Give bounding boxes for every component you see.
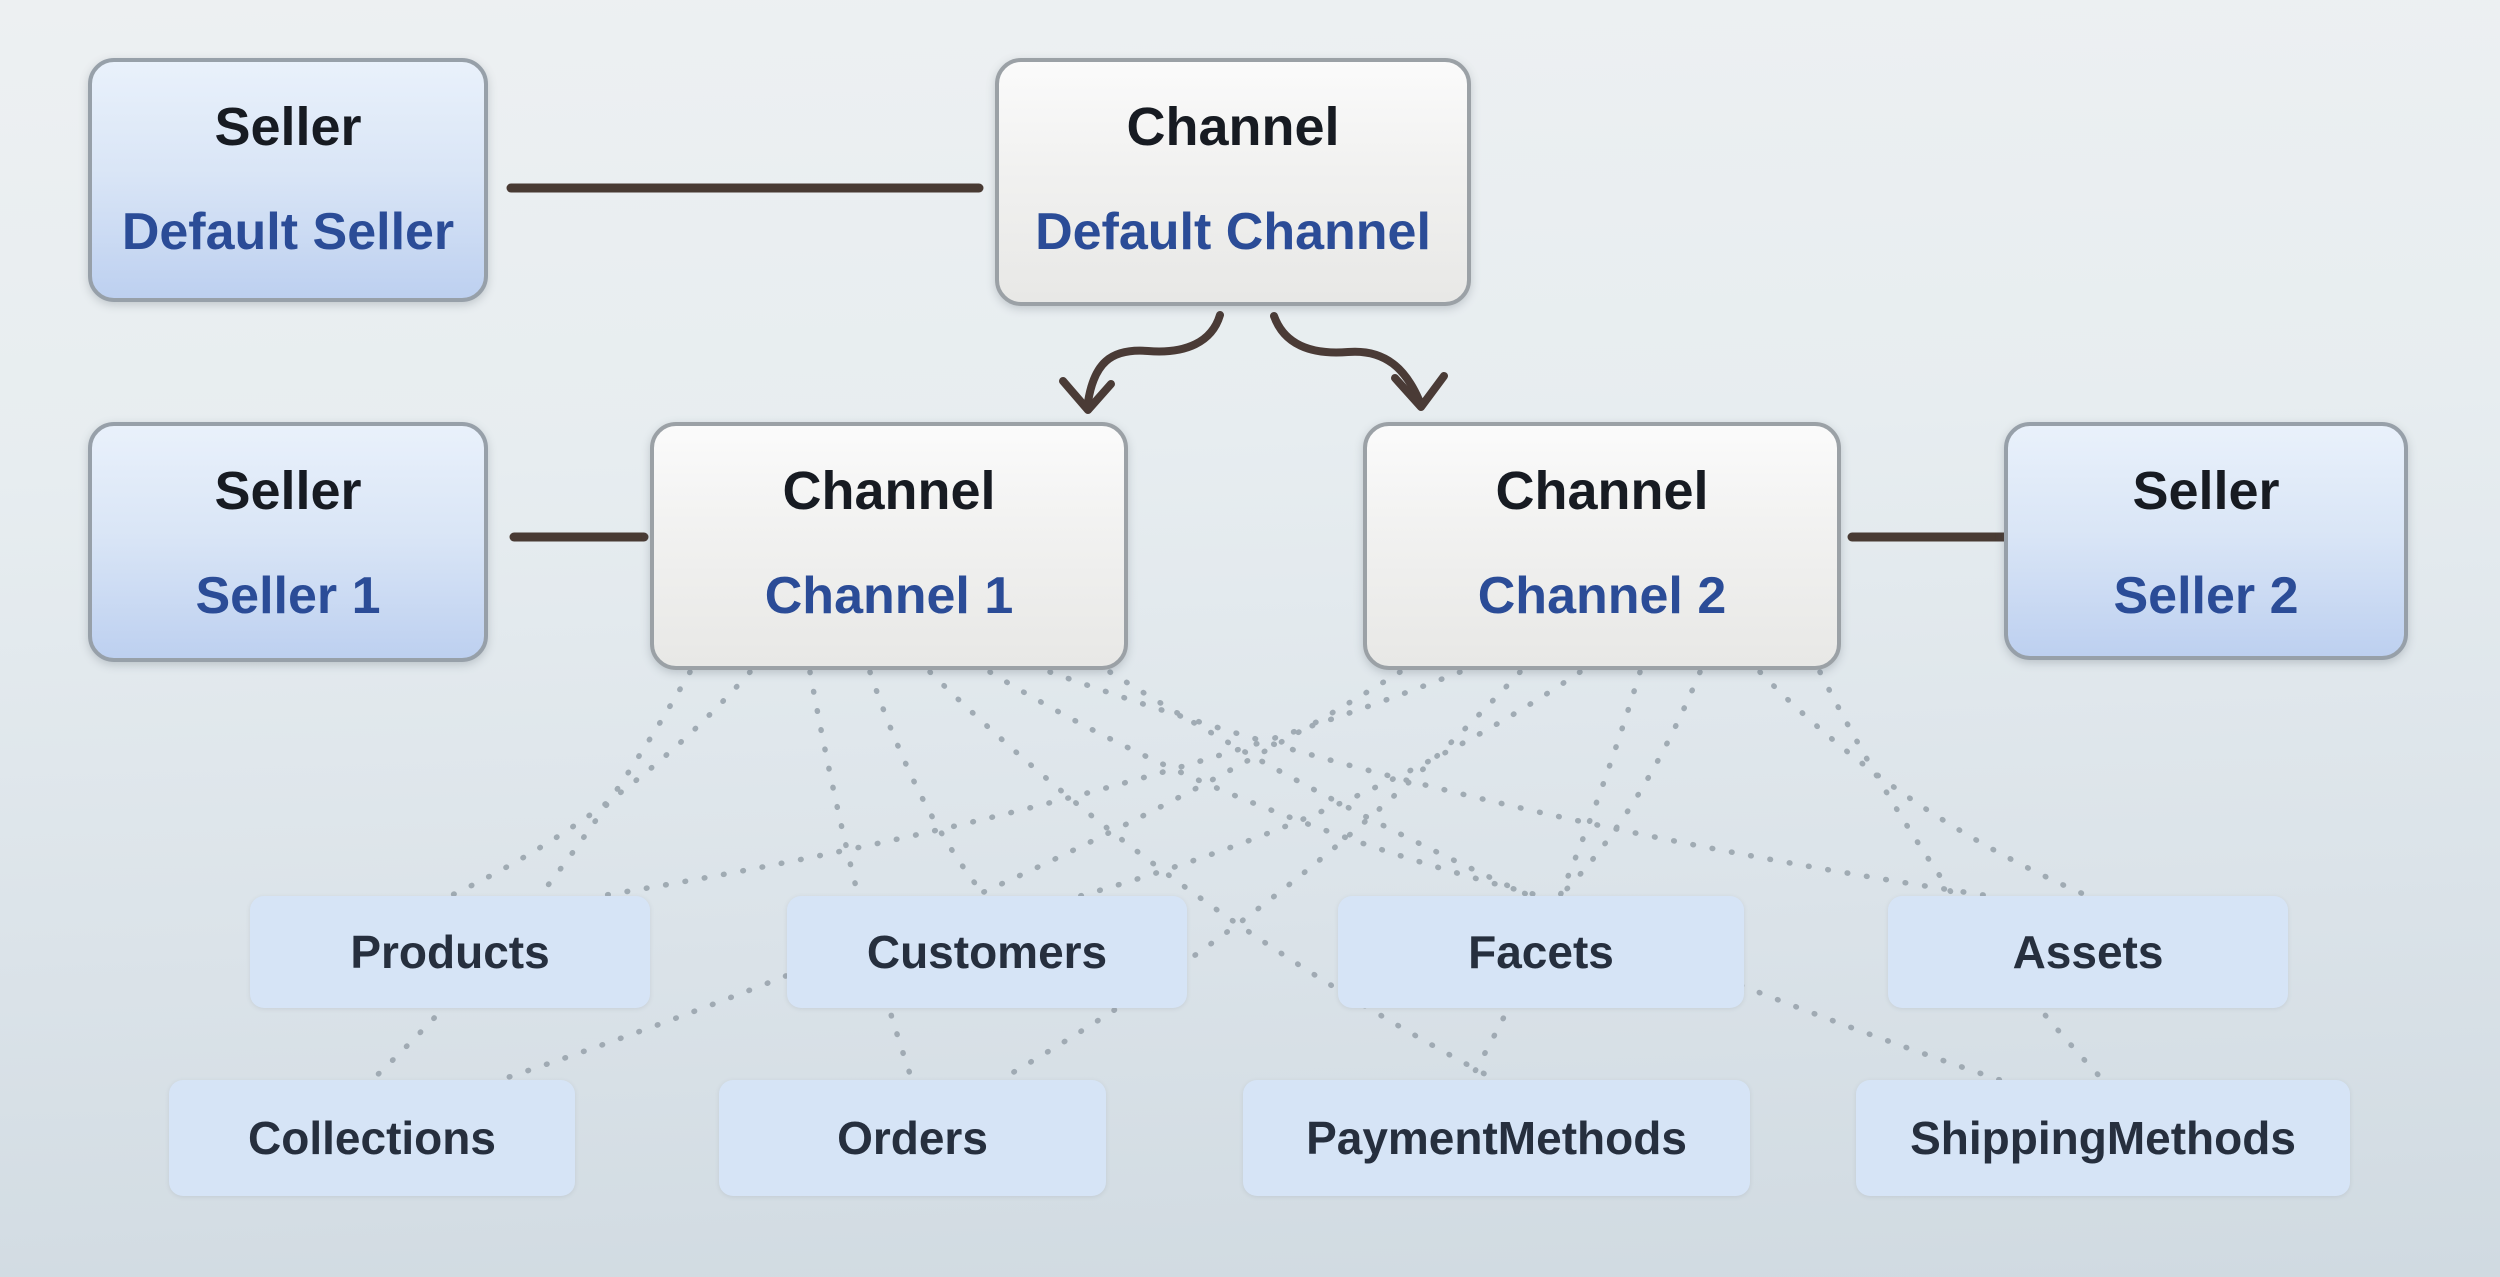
edge-channel2-collections bbox=[497, 669, 1403, 1083]
edge-channel1-paymentmethods bbox=[927, 669, 1499, 1083]
arrow-to-channel2 bbox=[1270, 312, 1423, 404]
node-type-label: Seller bbox=[2132, 461, 2280, 521]
node-seller-1: Seller Seller 1 bbox=[88, 422, 488, 662]
edge-channel1-customers bbox=[867, 669, 988, 899]
edge-channel1-orders bbox=[807, 669, 915, 1083]
entity-customers: Customers bbox=[787, 896, 1187, 1008]
node-channel-1: Channel Channel 1 bbox=[650, 422, 1128, 670]
association-lines bbox=[506, 183, 2010, 542]
edge-channel1-shippingmethods bbox=[1107, 669, 2003, 1083]
channel-entity-links bbox=[369, 669, 2106, 1083]
entity-paymentmethods: PaymentMethods bbox=[1243, 1080, 1750, 1196]
entity-products: Products bbox=[250, 896, 650, 1008]
node-name-label: Seller 2 bbox=[2113, 567, 2299, 625]
node-type-label: Seller bbox=[214, 461, 362, 521]
edge-channel1-facets bbox=[987, 669, 1544, 899]
edge-channel2-facets bbox=[1557, 669, 1703, 899]
node-name-label: Default Seller bbox=[121, 203, 455, 261]
edge-channel2-shippingmethods bbox=[1817, 669, 2106, 1083]
node-name-label: Seller 1 bbox=[195, 567, 381, 625]
node-type-label: Channel bbox=[1495, 461, 1709, 521]
edge-channel2-orders bbox=[997, 669, 1523, 1083]
edge-channel2-paymentmethods bbox=[1467, 669, 1643, 1083]
entity-facets: Facets bbox=[1338, 896, 1744, 1008]
edge-channel1-collections bbox=[369, 669, 693, 1083]
edge-channel1-products bbox=[447, 669, 753, 899]
entity-orders: Orders bbox=[719, 1080, 1106, 1196]
edge-channel2-assets bbox=[1757, 669, 2091, 899]
entity-collections: Collections bbox=[169, 1080, 575, 1196]
node-name-label: Channel 2 bbox=[1477, 567, 1727, 625]
edge-channel2-products bbox=[597, 669, 1463, 899]
arrow-to-channel2-head bbox=[1391, 372, 1448, 411]
node-name-label: Default Channel bbox=[1035, 203, 1431, 261]
node-default-channel: Channel Default Channel bbox=[995, 58, 1471, 306]
edge-channel2-customers bbox=[1077, 669, 1583, 899]
node-type-label: Channel bbox=[782, 461, 996, 521]
node-type-label: Seller bbox=[214, 97, 362, 157]
node-seller-2: Seller Seller 2 bbox=[2004, 422, 2408, 660]
arrow-to-channel1-head bbox=[1059, 377, 1115, 414]
edge-channel1-assets bbox=[1047, 669, 1993, 899]
node-name-label: Channel 1 bbox=[764, 567, 1014, 625]
default-channel-arrows bbox=[1059, 311, 1448, 414]
entity-shippingmethods: ShippingMethods bbox=[1856, 1080, 2350, 1196]
node-default-seller: Seller Default Seller bbox=[88, 58, 488, 302]
arrow-to-channel1 bbox=[1084, 311, 1224, 406]
node-channel-2: Channel Channel 2 bbox=[1363, 422, 1841, 670]
node-type-label: Channel bbox=[1126, 97, 1340, 157]
entity-assets: Assets bbox=[1888, 896, 2288, 1008]
